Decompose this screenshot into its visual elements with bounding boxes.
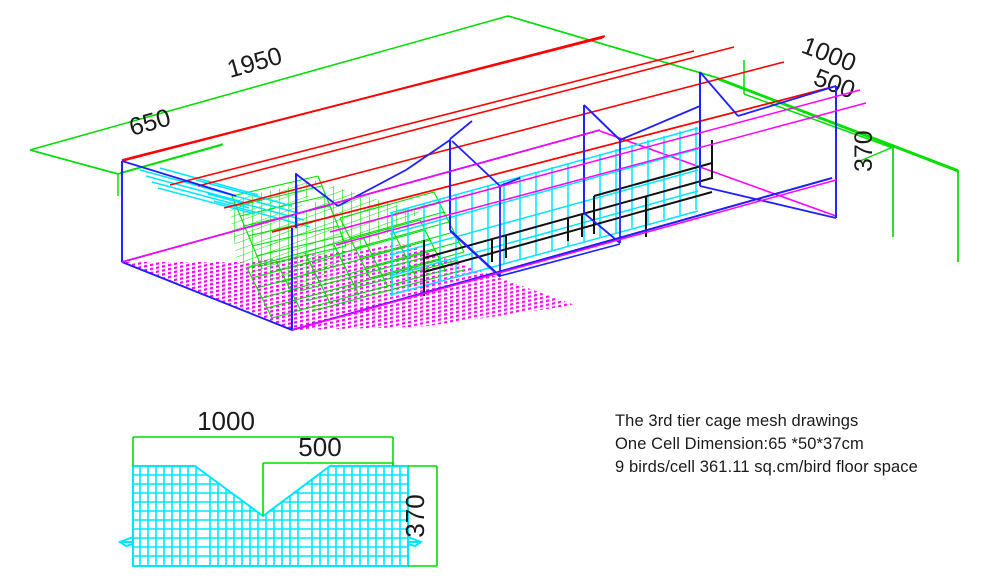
rails-magenta (121, 89, 867, 331)
cage-hook-left (117, 536, 134, 548)
note-line-3: 9 birds/cell 361.11 sq.cm/bird floor spa… (615, 458, 918, 476)
left-wall-cyan (391, 214, 393, 296)
feeder-trough-black (423, 140, 713, 296)
elev-dim-500: 500 (298, 432, 341, 462)
elev-dim-1000: 1000 (197, 406, 255, 436)
cage-hook-right (407, 536, 424, 548)
drawing-notes: The 3rd tier cage mesh drawings One Cell… (615, 410, 995, 479)
note-line-2: One Cell Dimension:65 *50*37cm (615, 435, 864, 453)
roof-lines-red-set2 (121, 35, 837, 233)
elev-dim-370: 370 (400, 494, 430, 537)
cage-cross-section-mesh (133, 466, 408, 566)
note-line-1: The 3rd tier cage mesh drawings (615, 412, 859, 430)
iso-dim-370: 370 (850, 130, 878, 172)
elev-dimension-lines (132, 436, 438, 567)
iso-dimension-witness (117, 146, 959, 262)
cage-outline (132, 465, 409, 567)
